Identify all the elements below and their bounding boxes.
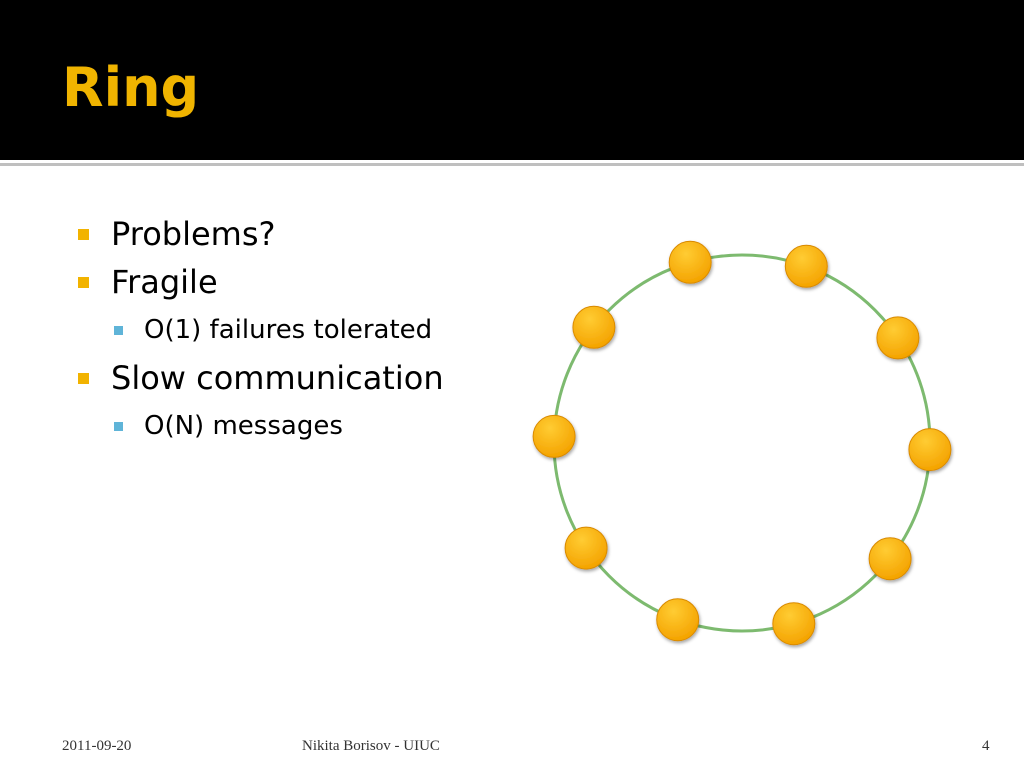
- bullet-text: Slow communication: [111, 359, 444, 397]
- ring-node: [656, 598, 700, 642]
- footer-date: 2011-09-20: [62, 738, 132, 754]
- slide-number: 4: [982, 738, 990, 754]
- bullet-marker: [78, 229, 89, 240]
- ring-node: [908, 428, 952, 472]
- bullet-marker: [78, 277, 89, 288]
- sub-bullet-marker: [114, 326, 123, 335]
- ring-node: [564, 526, 608, 570]
- bullet-fragile: Fragile: [78, 258, 498, 306]
- ring-node: [572, 305, 616, 349]
- ring-diagram: [532, 240, 952, 646]
- ring-node: [876, 316, 920, 360]
- ring-node: [784, 244, 828, 288]
- ring-node: [772, 602, 816, 646]
- ring-circle: [552, 253, 932, 633]
- bullet-problems: Problems?: [78, 210, 498, 258]
- bullet-list: Problems? Fragile O(1) failures tolerate…: [78, 210, 498, 450]
- ring-node: [868, 537, 912, 581]
- bullet-text: Problems?: [111, 215, 276, 253]
- sub-bullet-text: O(1) failures tolerated: [144, 315, 433, 345]
- footer-author: Nikita Borisov - UIUC: [302, 738, 440, 754]
- title-bar: [0, 0, 1024, 160]
- ring-nodes: [532, 240, 952, 646]
- sub-bullet-text: O(N) messages: [144, 411, 343, 441]
- sub-bullet-messages: O(N) messages: [114, 402, 498, 450]
- bullet-marker: [78, 373, 89, 384]
- title-divider: [0, 163, 1024, 166]
- ring-node: [532, 414, 576, 458]
- sub-bullet-marker: [114, 422, 123, 431]
- bullet-text: Fragile: [111, 263, 218, 301]
- slide-title: Ring: [62, 56, 200, 119]
- bullet-slow-communication: Slow communication: [78, 354, 498, 402]
- ring-node: [668, 240, 712, 284]
- sub-bullet-failures: O(1) failures tolerated: [114, 306, 498, 354]
